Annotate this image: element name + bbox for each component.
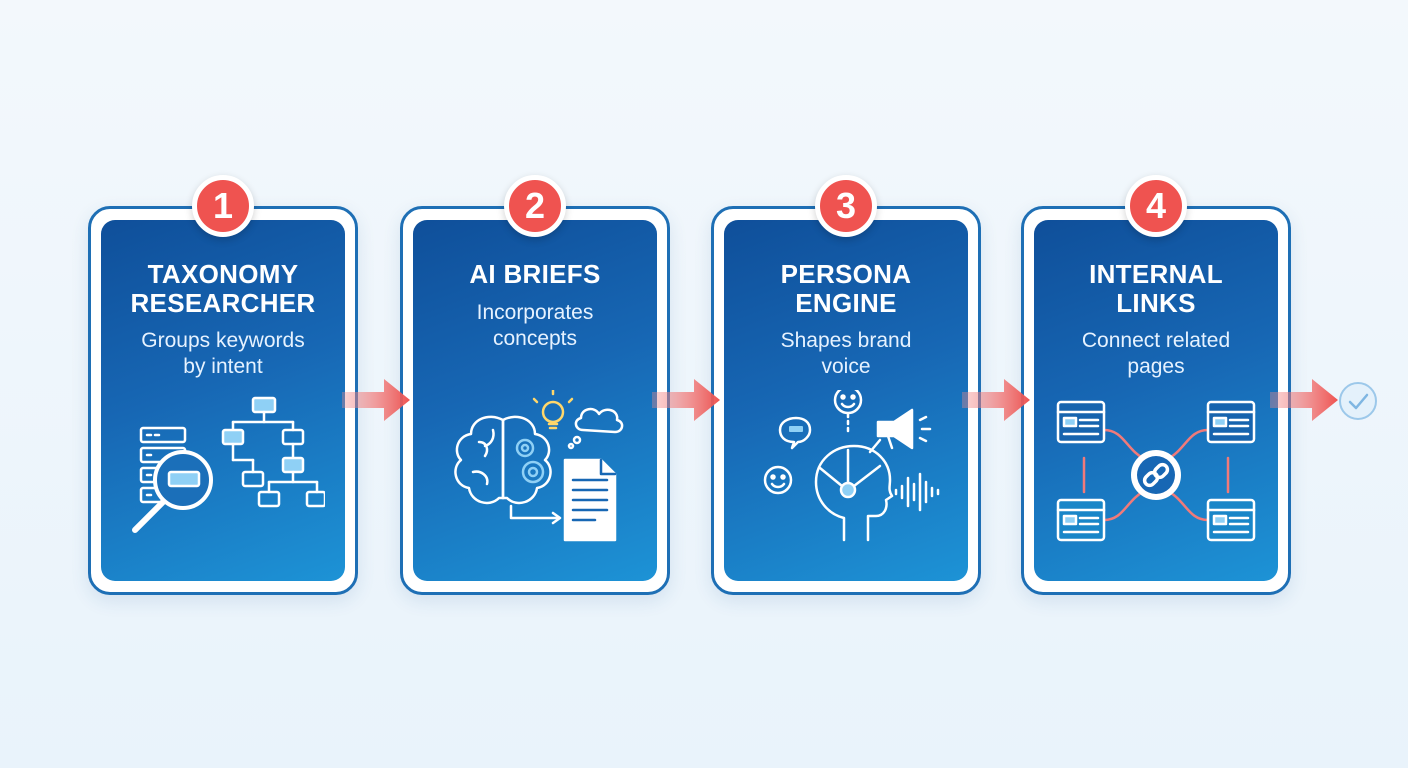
arrow-right-icon: [342, 379, 410, 421]
step-card-3: PERSONA ENGINE Shapes brand voice: [711, 175, 981, 595]
step-description-line: Incorporates: [476, 301, 594, 324]
taxonomy-search-icon: [132, 396, 325, 533]
step-number-badge: 4: [1125, 175, 1187, 237]
step-number-badge: 1: [192, 175, 254, 237]
step-description-line: Shapes brand: [780, 329, 912, 352]
persona-voice-icon: [763, 390, 940, 542]
step-title-line: PERSONA: [780, 259, 912, 289]
step-card-panel: PERSONA ENGINE Shapes brand voice: [724, 220, 968, 581]
arrow-right-icon: [962, 379, 1030, 421]
step-title: PERSONA ENGINE: [724, 260, 968, 318]
step-description: Connect related pages: [1044, 328, 1268, 380]
step-description-line: Groups keywords: [141, 329, 305, 352]
step-title: INTERNAL LINKS: [1034, 260, 1278, 318]
linked-pages-icon: [1056, 400, 1256, 542]
checkmark-circle-icon: [1339, 382, 1377, 420]
step-card-4: INTERNAL LINKS Connect related pages: [1021, 175, 1291, 595]
brain-document-icon: [454, 390, 624, 542]
step-title-line: INTERNAL: [1089, 259, 1223, 289]
arrow-right-icon: [652, 379, 720, 421]
step-description: Incorporates concepts: [423, 300, 647, 352]
step-card-panel: AI BRIEFS Incorporates concepts: [413, 220, 657, 581]
step-number-badge: 3: [815, 175, 877, 237]
step-title-line: RESEARCHER: [130, 288, 316, 318]
step-description: Shapes brand voice: [734, 328, 958, 380]
step-description-line: pages: [1127, 355, 1185, 378]
step-card-panel: TAXONOMY RESEARCHER Groups keywords by i…: [101, 220, 345, 581]
step-title-line: LINKS: [1116, 288, 1196, 318]
step-description-line: by intent: [183, 355, 263, 378]
step-title-line: ENGINE: [795, 288, 897, 318]
step-card-panel: INTERNAL LINKS Connect related pages: [1034, 220, 1278, 581]
step-card-1: TAXONOMY RESEARCHER Groups keywords by i…: [88, 175, 358, 595]
step-description-line: concepts: [492, 327, 578, 350]
step-title-line: TAXONOMY: [147, 259, 299, 289]
step-number-badge: 2: [504, 175, 566, 237]
step-card-2: AI BRIEFS Incorporates concepts: [400, 175, 670, 595]
step-title: TAXONOMY RESEARCHER: [101, 260, 345, 318]
arrow-right-icon: [1270, 379, 1338, 421]
step-title: AI BRIEFS: [413, 260, 657, 289]
step-description: Groups keywords by intent: [111, 328, 335, 380]
step-description-line: voice: [821, 355, 871, 378]
step-description-line: Connect related: [1081, 329, 1231, 352]
step-title-line: AI BRIEFS: [469, 259, 601, 289]
